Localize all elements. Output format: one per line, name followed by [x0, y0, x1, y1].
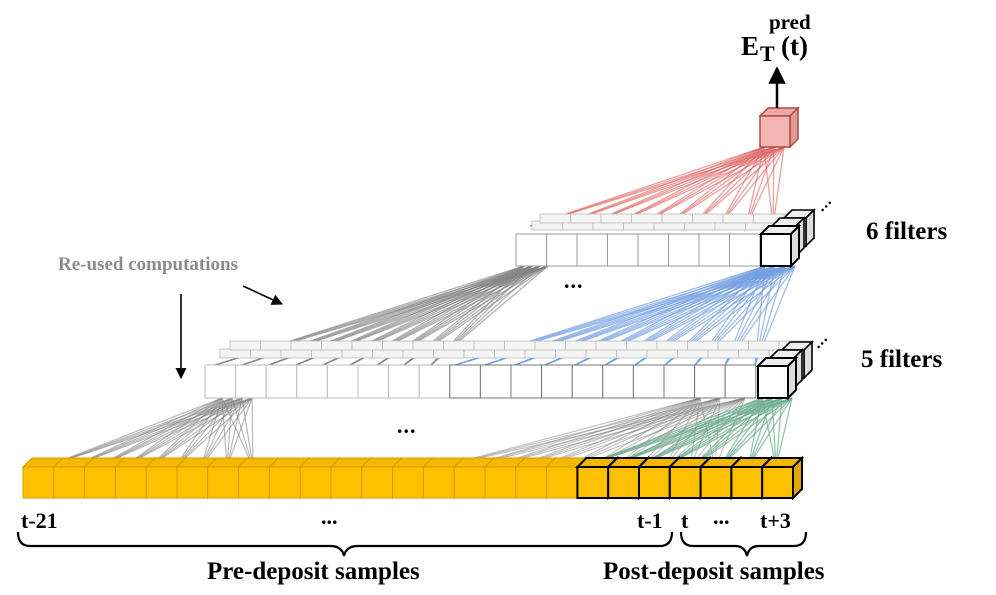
layer1-cell [449, 364, 481, 399]
output-label-superscript: pred [769, 10, 811, 34]
layer1-cell [296, 364, 328, 399]
input-cell [237, 456, 280, 500]
post-deposit-brace [679, 531, 808, 557]
label-t-1: t-1 [637, 508, 663, 533]
layer1-back-cell [687, 340, 719, 351]
layer1-cell [724, 364, 757, 399]
layer1-back-cell [443, 340, 475, 351]
layer1-back-cell [595, 340, 627, 351]
layer1-cell [357, 364, 390, 399]
layer1-back-cell [229, 340, 261, 351]
label-t: t [681, 508, 689, 533]
conv-layer-2 [515, 208, 816, 269]
layer1-cell [694, 364, 726, 399]
conv-layer-1-back [219, 340, 810, 359]
layer1-back-cell [748, 340, 780, 351]
layer1-cell [479, 364, 512, 399]
layer1-back-cell [412, 340, 444, 351]
layer1-back-cell [321, 340, 353, 351]
layer2-back-cell [539, 213, 571, 224]
pre-deposit-label: Pre-deposit samples [207, 558, 420, 585]
layer1-back-cell [626, 340, 658, 351]
layer1-back-cell [534, 340, 566, 351]
layer1-cell [541, 364, 573, 399]
layer2-filter-front-cube [758, 223, 802, 269]
layer1-cell [418, 364, 451, 399]
reused-arrow-diag [242, 285, 284, 305]
label-t-plus-3: t+3 [760, 508, 791, 533]
layer1-back-cell [351, 340, 383, 351]
layer1-filter-front-cube [755, 355, 799, 401]
layer1-cell [510, 364, 543, 399]
layer1-cell [602, 364, 634, 399]
layer2-cell [668, 233, 700, 267]
layer1-cell [265, 364, 298, 399]
filters-mid-label: 5 filters [861, 346, 943, 373]
lines-input-to-layer1-green [579, 397, 793, 468]
layer2-cell [576, 233, 608, 267]
layer1-back-cell [656, 340, 688, 351]
layer2-back-cell [661, 213, 693, 224]
layer1-back-cell [382, 340, 414, 351]
layer1-back-cell [473, 340, 505, 351]
layer1-cell [388, 364, 420, 399]
layer2-cell [637, 233, 669, 267]
layer1-cell [235, 364, 267, 399]
layer2-cell [546, 233, 578, 267]
layer2-back-cell [692, 213, 724, 224]
layer1-cell [632, 364, 665, 399]
layer1-back-cell [717, 340, 749, 351]
output-label-argument: (t) [781, 31, 808, 61]
layer2-cell [729, 233, 761, 267]
input-cell [759, 455, 805, 501]
input-cell [21, 456, 65, 500]
layer1-back-cell [504, 340, 536, 351]
output-label: E T pred (t) [741, 10, 831, 70]
layer1-cell [571, 364, 604, 399]
output-cube [758, 106, 800, 149]
layer2-back-cell [570, 213, 602, 224]
label-t-21: t-21 [21, 508, 58, 533]
label-mid-dots: ... [321, 504, 338, 529]
label-post-dots: ... [713, 504, 730, 529]
lines-layer2-to-output-red [529, 146, 785, 227]
input-samples-row [21, 455, 805, 501]
layer2-cell [515, 233, 547, 267]
post-deposit-label: Post-deposit samples [603, 558, 825, 585]
output-label-main: E [741, 31, 760, 61]
layer2-cell [607, 233, 639, 267]
reused-computations-label: Re-used computations [58, 254, 238, 275]
output-label-subscript: T [760, 41, 775, 66]
layer1-cell [326, 364, 359, 399]
output-cube-shape [758, 106, 800, 149]
layer2-back-cell [722, 213, 754, 224]
conv-layer-1 [204, 340, 814, 401]
ellipsis-top: ... [564, 268, 584, 293]
layer1-back-cell [290, 340, 322, 351]
filters-top-label: 6 filters [866, 218, 948, 245]
layer1-cell [204, 364, 237, 399]
layer1-back-cell [565, 340, 597, 351]
layer2-back-cell [600, 213, 632, 224]
layer2-cell [698, 233, 730, 267]
ellipsis-mid: ... [397, 413, 417, 438]
lines-input-to-layer1-gray [44, 397, 746, 468]
pre-deposit-brace [16, 531, 674, 557]
layer1-back-cell [260, 340, 292, 351]
layer1-cell [663, 364, 696, 399]
layer2-back-cell [631, 213, 663, 224]
